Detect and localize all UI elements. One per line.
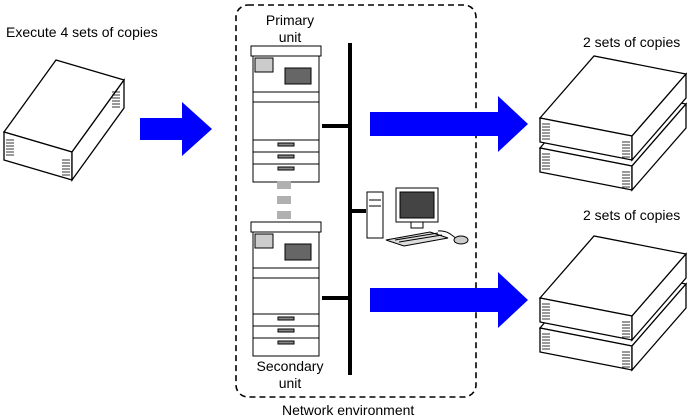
output-paper-stack-top-icon bbox=[538, 55, 688, 192]
network-environment-box bbox=[235, 4, 477, 398]
output-paper-stack-bottom-icon bbox=[538, 235, 688, 372]
network-environment-label: Network environment bbox=[282, 402, 415, 418]
primary-unit-label-line2: unit bbox=[278, 29, 302, 45]
desktop-computer-icon bbox=[366, 187, 469, 247]
execute-copies-label: Execute 4 sets of copies bbox=[6, 24, 158, 40]
secondary-copier-icon bbox=[250, 221, 322, 357]
unit-link-connector bbox=[277, 181, 291, 219]
input-paper-stack-icon bbox=[2, 59, 126, 183]
input-arrow-icon bbox=[140, 102, 212, 156]
primary-unit-label-line1: Primary bbox=[265, 12, 315, 28]
output-arrow-bottom-icon bbox=[370, 272, 528, 328]
secondary-unit-label-line2: unit bbox=[278, 375, 302, 391]
secondary-unit-label-line1: Secondary bbox=[256, 358, 324, 374]
primary-copier-icon bbox=[250, 45, 322, 183]
secondary-unit-label: Secondary unit bbox=[250, 358, 330, 392]
output-top-label: 2 sets of copies bbox=[583, 34, 681, 50]
primary-unit-label: Primary unit bbox=[263, 12, 317, 46]
output-bottom-label: 2 sets of copies bbox=[583, 207, 681, 223]
output-arrow-top-icon bbox=[370, 96, 528, 152]
